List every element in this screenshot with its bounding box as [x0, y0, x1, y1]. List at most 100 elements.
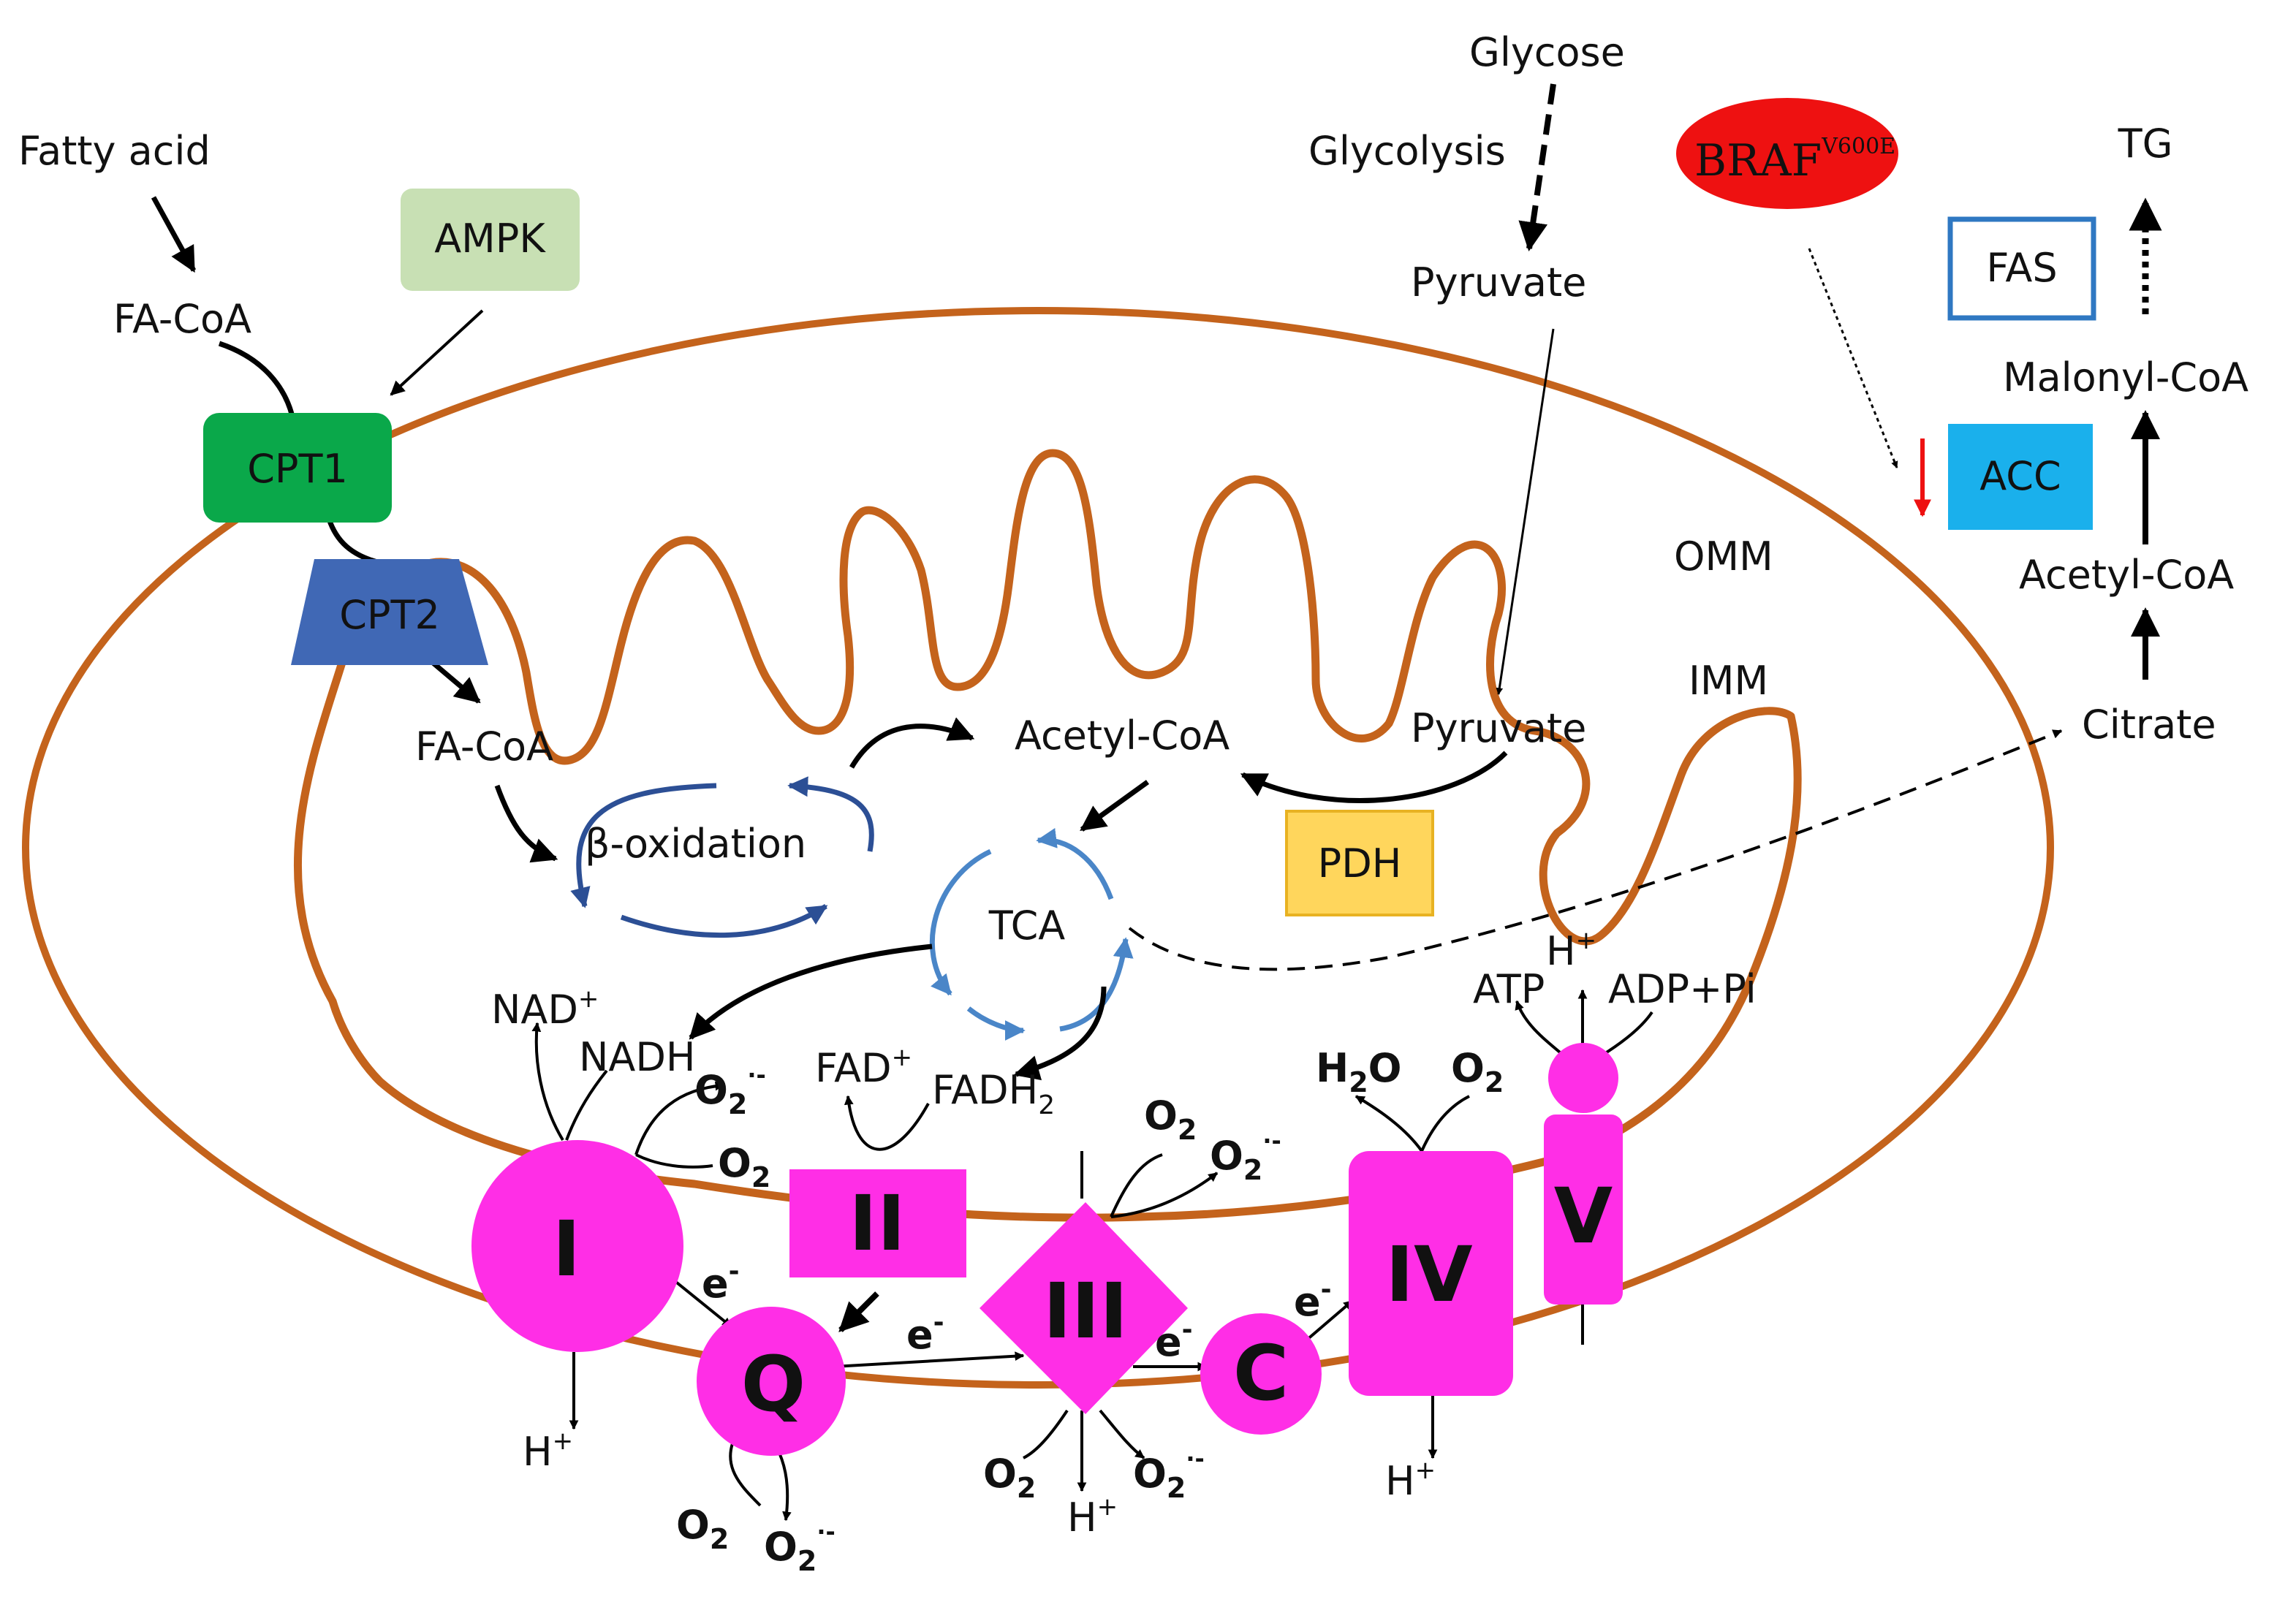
label-citrate: Citrate [2082, 702, 2216, 748]
inner-membrane [294, 449, 1802, 1222]
arrow-tca-fadh [1013, 986, 1107, 1081]
complex-v-stalk [1544, 1115, 1623, 1305]
arrow-o2-c1 [635, 1153, 713, 1169]
label-nad-plus: NAD+ [491, 984, 599, 1033]
ampk-box [401, 189, 580, 291]
arrow-ampk-cpt1 [390, 309, 484, 396]
connector-facoa-cpt1 [218, 341, 295, 417]
arrow-c1-nad [531, 1022, 564, 1142]
label-c1-superoxide: O2·- [694, 1061, 766, 1120]
label-tca: TCA [988, 903, 1066, 949]
label-glycolysis: Glycolysis [1308, 128, 1506, 174]
arrow-o2-c4 [1420, 1095, 1470, 1152]
label-fadh2: FADH2 [932, 1067, 1055, 1120]
complex-i [471, 1140, 683, 1352]
label-imm: IMM [1689, 658, 1768, 704]
label-complex-ii: II [849, 1179, 905, 1268]
label-c4-oxygen: O2 [1451, 1045, 1504, 1098]
label-omm: OMM [1674, 533, 1773, 580]
arrow-c2-q [838, 1291, 879, 1332]
label-cpt2: CPT2 [339, 592, 440, 638]
beta-cycle-bottom [620, 904, 828, 938]
complex-iii [980, 1202, 1188, 1414]
arrow-pyruvate-in [1496, 328, 1555, 695]
label-pyruvate-inner: Pyruvate [1411, 705, 1586, 751]
fas-box [1947, 216, 2096, 321]
arrow-c3-o2-top [1110, 1153, 1163, 1218]
arrow-c3-o2r-top [1110, 1172, 1219, 1218]
label-c1-proton: H+ [523, 1427, 573, 1475]
braf-superscript: V600E [1821, 134, 1895, 159]
label-nadh: NADH [579, 1034, 696, 1080]
arrow-c3-o2-bot [1023, 1409, 1069, 1459]
label-c3-proton: H+ [1067, 1492, 1118, 1541]
arrow-tca-citrate [1128, 729, 2063, 971]
label-fad-plus: FAD+ [815, 1043, 912, 1091]
arrow-adp-c5 [1599, 1011, 1653, 1057]
cpt1-box [203, 413, 392, 523]
label-cpt1: CPT1 [247, 446, 348, 492]
braf-ellipse [1676, 98, 1898, 209]
label-pdh: PDH [1318, 840, 1402, 886]
label-malonyl-coa: Malonyl-CoA [2003, 354, 2248, 400]
arrow-fattyacid-facoa [151, 196, 197, 273]
label-braf: BRAFV600E [1694, 134, 1895, 186]
outer-membrane [22, 307, 2054, 1389]
label-tg: TG [2118, 121, 2173, 167]
beta-cycle-left [570, 783, 717, 908]
label-c4-water: H2O [1316, 1045, 1402, 1098]
label-acetylcoa-outer: Acetyl-CoA [2019, 552, 2234, 598]
cytochrome-c [1200, 1313, 1322, 1435]
arrow-c4-h2o [1355, 1095, 1423, 1153]
tca-cycle-left [929, 848, 992, 996]
ubiquinone-q [697, 1307, 846, 1456]
arrow-facoa-beta [494, 784, 558, 863]
arrow-beta-acetylcoa [849, 717, 975, 769]
label-fas: FAS [1986, 245, 2057, 291]
arrow-c3-o2r-bot [1099, 1409, 1145, 1459]
complex-v-head [1548, 1043, 1618, 1113]
label-c3-superoxide-top: O2·- [1210, 1127, 1281, 1186]
label-c1-oxygen: O2 [718, 1140, 770, 1193]
arrow-c-c4 [1300, 1299, 1354, 1346]
pdh-box [1285, 810, 1434, 916]
label-complex-i: I [553, 1204, 581, 1294]
label-atp: ATP [1473, 966, 1545, 1012]
label-c: C [1233, 1329, 1289, 1418]
label-facoa-inner: FA-CoA [415, 724, 553, 770]
label-adp-pi: ADP+Pi [1608, 966, 1757, 1012]
cpt2-shape [291, 559, 488, 665]
arrow-glycose-pyruvate [1518, 83, 1556, 251]
complex-iv [1349, 1151, 1513, 1396]
arrow-c2-fad [844, 1095, 930, 1151]
label-electron-1: e- [702, 1256, 740, 1307]
label-q-oxygen: O2 [676, 1502, 729, 1555]
tca-cycle-bottom-r [1059, 937, 1134, 1032]
arrow-cpt2-facoa [429, 659, 481, 704]
label-ampk: AMPK [434, 216, 546, 262]
arrow-pyruvate-acetylcoa [1240, 751, 1508, 803]
acc-box [1948, 424, 2093, 530]
connector-cpt1-cpt2 [326, 517, 381, 566]
label-electron-2: e- [906, 1307, 944, 1358]
label-q: Q [741, 1340, 806, 1429]
label-electron-3: e- [1155, 1315, 1193, 1365]
label-pyruvate-outer: Pyruvate [1411, 259, 1586, 305]
arrow-tca-nadh [689, 943, 933, 1040]
label-c3-superoxide-bot: O2·- [1133, 1445, 1205, 1504]
label-complex-v: V [1554, 1172, 1613, 1261]
label-c3-oxygen-bot: O2 [983, 1451, 1036, 1504]
label-c5-proton: H+ [1546, 926, 1596, 974]
arrow-acetylcoa-tca [1080, 780, 1150, 832]
label-acetylcoa-inner: Acetyl-CoA [1015, 713, 1230, 759]
label-glycose: Glycose [1469, 29, 1625, 75]
arrow-q-c3 [833, 1351, 1025, 1368]
beta-cycle-top [787, 776, 874, 852]
tca-cycle-top [1036, 828, 1114, 900]
label-electron-4: e- [1294, 1275, 1332, 1325]
tca-cycle-bottom-l [966, 1006, 1026, 1041]
label-complex-iv: IV [1385, 1230, 1472, 1319]
label-q-superoxide: O2·- [764, 1518, 836, 1577]
label-acc: ACC [1979, 453, 2061, 499]
